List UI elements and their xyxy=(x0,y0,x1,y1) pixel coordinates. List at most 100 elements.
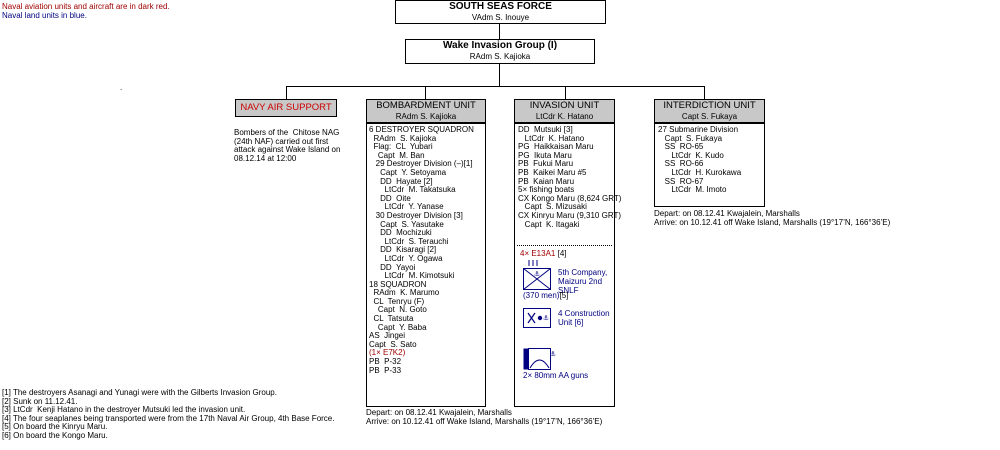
bombardment-body: 6 DESTROYER SQUADRON RAdm S. Kajioka Fla… xyxy=(366,123,486,407)
unit-line: SS RO-67 xyxy=(658,176,704,186)
unit-line: SS RO-65 xyxy=(658,142,704,152)
navy-air-line: (24th NAF) carried out first xyxy=(234,136,329,146)
bombardment-arrive: Arrive: on 10.12.41 off Wake Island, Mar… xyxy=(366,417,603,426)
footnote: [2] Sunk on 11.12.41. xyxy=(2,396,78,406)
bombardment-air-line: (1× E7K2) xyxy=(369,348,406,358)
connector-bombardment xyxy=(425,86,426,99)
construction-unit: 4 Construction xyxy=(558,309,610,318)
unit-line: CL Tatsuta xyxy=(369,314,414,324)
footnote: [3] LtCdr Kenji Hatano in the destroyer … xyxy=(2,405,246,415)
bombardment-header: BOMBARDMENT UNIT RAdm S. Kajioka xyxy=(366,99,486,123)
connector-top xyxy=(499,23,500,39)
legend-naval-land: Naval land units in blue. xyxy=(2,11,87,20)
snlf-men-note: [5] xyxy=(559,291,569,300)
unit-line: LtCdr Y. Ogawa xyxy=(369,253,443,263)
seaplanes-count: 4× E13A1 xyxy=(520,249,556,258)
unit-line: LtCdr K. Hatano xyxy=(518,133,585,143)
svg-text:⚓: ⚓ xyxy=(543,314,549,322)
svg-text:⚓: ⚓ xyxy=(550,350,556,358)
connector-mid xyxy=(499,64,500,86)
unit-line: 29 Destroyer Division (–)[1] xyxy=(369,159,473,169)
unit-line: 6 DESTROYER SQUADRON xyxy=(369,125,474,134)
svg-text:⚓: ⚓ xyxy=(534,270,540,278)
unit-line: DD Oite xyxy=(369,193,411,203)
unit-line: CX Kongo Maru (8,624 GRT) xyxy=(518,193,622,203)
snlf-symbol-icon: ⚓ xyxy=(523,268,551,293)
unit-line: DD Mochizuki xyxy=(369,228,432,238)
construction-symbol-icon: ⚓ xyxy=(523,308,551,331)
unit-line: LtCdr M. Takatsuka xyxy=(369,185,456,195)
aa-guns: 2× 80mm AA guns xyxy=(523,371,589,380)
interdiction-arrive: Arrive: on 10.12.41 off Wake Island, Mar… xyxy=(654,218,891,227)
seaplanes-label: 4× E13A1 [4] xyxy=(520,249,567,259)
unit-line: LtCdr K. Kudo xyxy=(658,150,724,160)
footnotes: [1] The destroyers Asanagi and Yunagi we… xyxy=(2,388,335,441)
connector-horizontal xyxy=(286,86,704,87)
footnote: [5] On board the Kinryu Maru. xyxy=(2,422,108,432)
unit-line: PG Haikkaisan Maru xyxy=(518,142,594,152)
unit-size-marker xyxy=(523,260,543,266)
wake-invasion-group-box: Wake Invasion Group (I) RAdm S. Kajioka xyxy=(405,39,595,64)
footnote: [1] The destroyers Asanagi and Yunagi we… xyxy=(2,388,277,397)
unit-line: 18 SQUADRON xyxy=(369,279,427,289)
invasion-commander: LtCdr K. Hatano xyxy=(535,112,594,121)
bombardment-depart: Depart: on 08.12.41 Kwajalein, Marshalls xyxy=(366,408,512,417)
bombardment-title: BOMBARDMENT UNIT xyxy=(376,100,476,111)
unit-line: AS Jingei xyxy=(369,331,406,341)
unit-line: DD Hayate [2] xyxy=(369,176,433,186)
wake-group-commander: RAdm S. Kajioka xyxy=(469,52,531,61)
unit-line: Capt N. Goto xyxy=(369,305,427,315)
connector-navy xyxy=(286,86,287,99)
stray-dot: . xyxy=(120,83,123,92)
legend-naval-air: Naval aviation units and aircraft are in… xyxy=(2,2,170,11)
unit-line: Capt S. Sato xyxy=(369,339,417,349)
unit-line: RAdm S. Kajioka xyxy=(369,133,437,143)
unit-line: Capt M. Ban xyxy=(369,150,425,160)
interdiction-header: INTERDICTION UNIT Capt S. Fukaya xyxy=(654,99,765,123)
aa-gun-symbol-icon: ⚓ xyxy=(523,348,557,373)
unit-line: DD Yayoi xyxy=(369,262,416,272)
snlf-men-count: (370 men) xyxy=(523,291,560,300)
navy-air-support-header: NAVY AIR SUPPORT xyxy=(235,99,337,117)
invasion-title: INVASION UNIT xyxy=(529,100,600,111)
wake-group-title: Wake Invasion Group (I) xyxy=(442,40,558,51)
interdiction-body: 27 Submarine Division Capt S. Fukaya SS … xyxy=(654,123,765,207)
interdiction-lines: 27 Submarine Division Capt S. Fukaya SS … xyxy=(658,125,742,195)
unit-line: Capt Y. Baba xyxy=(369,322,427,332)
south-seas-title: SOUTH SEAS FORCE xyxy=(449,1,552,12)
legend: Naval aviation units and aircraft are in… xyxy=(2,2,170,20)
south-seas-force-box: SOUTH SEAS FORCE VAdm S. Inouye xyxy=(395,0,606,24)
south-seas-commander: VAdm S. Inouye xyxy=(471,13,530,22)
unit-line: Capt S. Mizusaki xyxy=(518,202,587,212)
unit-line: DD Kisaragi [2] xyxy=(369,245,437,255)
unit-line: PB Kaian Maru xyxy=(518,176,575,186)
unit-line: Flag: CL Yubari xyxy=(369,142,433,152)
unit-line: LtCdr S. Terauchi xyxy=(369,236,449,246)
connector-interdiction xyxy=(704,86,705,99)
unit-line: DD Mutsuki [3] xyxy=(518,125,573,134)
navy-air-line: Bombers of the Chitose NAG xyxy=(234,128,340,137)
interdiction-title: INTERDICTION UNIT xyxy=(663,100,756,111)
navy-air-line: attack against Wake Island on xyxy=(234,145,341,155)
snlf-company-2: Maizuru 2nd SNLF xyxy=(558,277,603,295)
unit-line: 30 Destroyer Division [3] xyxy=(369,210,463,220)
unit-line: PB P-32 xyxy=(369,357,402,367)
unit-line: PB Fukui Maru xyxy=(518,159,574,169)
unit-line: CL Tenryu (F) xyxy=(369,296,425,306)
unit-line: Capt S. Yasutake xyxy=(369,219,444,229)
navy-air-title: NAVY AIR SUPPORT xyxy=(240,102,332,113)
unit-line: LtCdr M. Kimotsuki xyxy=(369,271,455,281)
interdiction-commander: Capt S. Fukaya xyxy=(681,112,738,121)
unit-line: LtCdr H. Kurokawa xyxy=(658,167,742,177)
unit-line: Capt S. Fukaya xyxy=(658,133,723,143)
unit-line: PB P-33 xyxy=(369,365,402,375)
interdiction-depart: Depart: on 08.12.41 Kwajalein, Marshalls xyxy=(654,209,800,218)
invasion-separator xyxy=(517,245,612,246)
bombardment-commander: RAdm S. Kajioka xyxy=(395,112,457,121)
bombardment-lines: 6 DESTROYER SQUADRON RAdm S. Kajioka Fla… xyxy=(369,125,474,375)
footnote: [4] The four seaplanes being transported… xyxy=(2,413,335,423)
connector-invasion xyxy=(565,86,566,99)
snlf-company: 5th Company, xyxy=(558,268,608,277)
navy-air-line: 08.12.14 at 12:00 xyxy=(234,153,297,163)
